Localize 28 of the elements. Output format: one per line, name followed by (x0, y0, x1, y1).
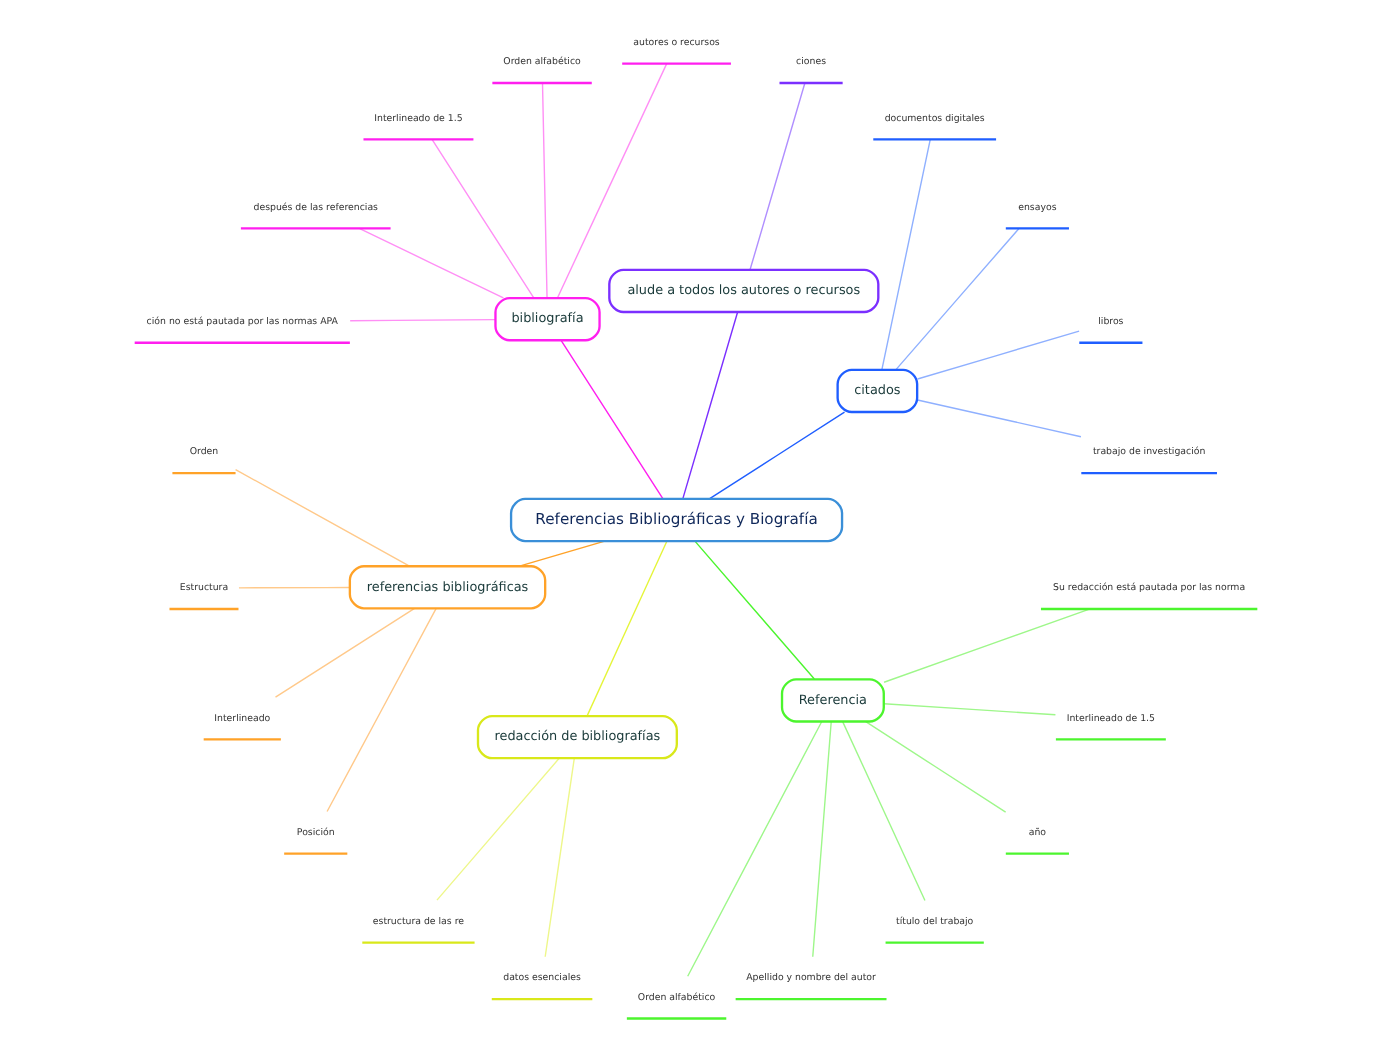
connector (749, 82, 806, 271)
connector (431, 138, 535, 299)
connector (556, 63, 668, 299)
connector (841, 720, 926, 902)
connector (709, 411, 846, 500)
connector (687, 721, 823, 977)
connector (238, 586, 351, 589)
connector (349, 318, 497, 322)
connector (865, 720, 1007, 813)
connector (274, 607, 416, 698)
connector (916, 330, 1080, 380)
connector (541, 82, 548, 299)
connector (544, 757, 575, 958)
connector (881, 138, 931, 371)
connector (518, 540, 606, 567)
connector (359, 227, 505, 299)
connector (586, 540, 668, 717)
connector (895, 228, 1020, 371)
connector (234, 468, 411, 567)
connector (883, 703, 1057, 716)
connector (694, 540, 816, 680)
connector (916, 399, 1082, 438)
connector (883, 608, 1091, 683)
connector (682, 311, 739, 500)
connector (560, 339, 664, 500)
connector (812, 721, 832, 958)
connector (326, 607, 437, 813)
connector (436, 757, 560, 901)
